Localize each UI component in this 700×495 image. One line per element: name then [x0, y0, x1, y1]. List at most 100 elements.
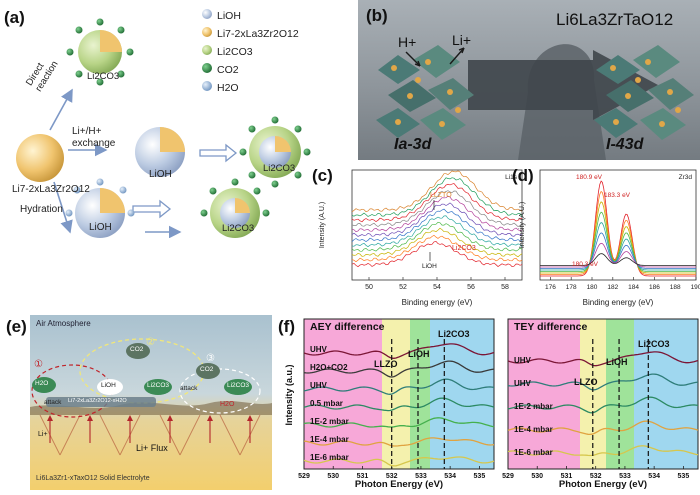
nexafs-spectrum	[303, 378, 495, 395]
aey-row-label: 1E-2 mbar	[310, 417, 349, 426]
f-xtick-label: 529	[298, 473, 310, 480]
particle-hydration-carbonate	[200, 178, 270, 238]
c-xlabel: Binding energy (eV)	[402, 298, 473, 307]
nexafs-spectrum	[303, 456, 495, 467]
e-h2o-small: H2O	[220, 401, 235, 408]
panel-e-label: (e)	[6, 317, 27, 336]
tey-row-label: UHV	[514, 379, 531, 388]
d-ann-2: 183.3 eV	[604, 192, 631, 199]
particle-exchange-carbonate	[239, 116, 311, 188]
e-mol-h2o: H2O	[35, 380, 49, 387]
particle-hydration	[65, 178, 135, 238]
li1s-spectrum	[351, 227, 523, 258]
panel-a-schematic	[16, 9, 311, 239]
li1s-series	[351, 170, 523, 268]
f-xtick-label: 535	[474, 473, 486, 480]
li1s-spectrum	[351, 170, 523, 213]
e-mol-li2co3-1: Li2CO3	[147, 382, 170, 389]
tey-row-label: 1E-2 mbar	[514, 402, 553, 411]
d-xlabel: Binding energy (eV)	[583, 298, 654, 307]
nexafs-spectrum	[507, 373, 699, 391]
panel-b-label: (b)	[366, 6, 388, 25]
tey-mark-lioh: LiOH	[606, 357, 628, 367]
li1s-spectrum	[351, 195, 523, 233]
e-circle-2: ②	[146, 337, 155, 348]
e-attack-2: attack	[180, 385, 198, 392]
li1s-spectrum	[351, 202, 523, 237]
c-ann-llzto: LLZTO	[430, 192, 452, 199]
particle-label-5: Li2CO3	[222, 223, 255, 234]
aey-series	[303, 339, 495, 469]
aey-row-label: UHV	[310, 381, 327, 390]
li1s-spectrum	[351, 234, 523, 263]
f-xtick-label: 535	[678, 473, 690, 480]
route-exchange: Li+/H+ exchange	[72, 126, 116, 149]
f-xlabel-tey: Photon Energy (eV)	[559, 479, 647, 490]
aey-row-label: UHV	[310, 345, 327, 354]
li1s-spectrum	[351, 183, 523, 223]
f-ylabel: Intensity (a.u.)	[284, 364, 294, 425]
aey-row-label: 0.5 mbar	[310, 399, 343, 408]
nexafs-spectrum	[507, 420, 699, 436]
nexafs-spectrum	[303, 343, 495, 359]
aey-row-labels: UHV H2O+CO2 UHV 0.5 mbar 1E-2 mbar 1E-4 …	[310, 341, 370, 467]
li1s-spectrum	[351, 190, 523, 228]
f-xtick-label: 529	[502, 473, 514, 480]
e-bottom-text: Li6La3Zr1-xTaxO12 Solid Electrolyte	[36, 475, 150, 482]
f-xtick-label: 533	[619, 473, 631, 480]
f-xtick-label: 532	[590, 473, 602, 480]
zr3d-spectrum	[540, 232, 696, 269]
e-circle-3: ③	[206, 353, 215, 364]
zr3d-spectrum	[540, 242, 696, 268]
d-xtick-label: 190	[691, 284, 700, 291]
aey-mark-li2co3: Li2CO3	[438, 329, 470, 339]
d-ylabel: Intensity (A.U.)	[519, 202, 526, 248]
panel-b: (b) Li6La3ZrTaO12 H+ Li+ Ia-3d I-43d	[358, 0, 700, 160]
e-attack-1: attack	[44, 399, 62, 406]
e-mol-lioh: LiOH	[101, 382, 116, 389]
nexafs-spectrum	[303, 397, 495, 412]
particle-exchange	[135, 127, 185, 177]
c-ann-li2co3: Li2CO3	[452, 245, 476, 252]
li1s-spectrum	[351, 215, 523, 248]
nexafs-spectrum	[507, 445, 699, 457]
particle-label-4: LiOH	[89, 222, 112, 233]
li1s-spectrum	[351, 241, 523, 268]
panel-c-label: (c)	[312, 166, 333, 185]
e-circle-1: ①	[34, 359, 43, 370]
d-xtick-label: 176	[545, 284, 556, 291]
legend-co2: CO2	[217, 64, 239, 76]
nexafs-spectrum	[507, 396, 699, 414]
zr3d-spectrum	[540, 211, 696, 272]
e-mol-co2-1: CO2	[130, 346, 144, 353]
phase-right: I-43d	[606, 136, 644, 153]
e-layer-text: Li7-2xLa3Zr2O12-xH2O	[68, 398, 127, 404]
legend-lioh: LiOH	[217, 10, 241, 22]
panel-b-formula: Li6La3ZrTaO12	[556, 10, 674, 29]
c-xtick-label: 52	[399, 284, 407, 291]
c-corner: Li1s	[505, 174, 518, 181]
particle-label-3: Li2CO3	[263, 163, 296, 174]
panel-f-label: (f)	[278, 317, 295, 336]
f-xtick-label: 533	[415, 473, 427, 480]
li1s-spectrum	[351, 208, 523, 243]
c-xtick-label: 50	[365, 284, 373, 291]
nexafs-spectrum	[303, 417, 495, 428]
zr3d-spectrum	[540, 201, 696, 274]
particle-label-2: LiOH	[149, 169, 172, 180]
nexafs-spectrum	[303, 437, 495, 447]
f-xtick-label: 534	[444, 473, 456, 480]
panel-a-legend	[202, 9, 212, 91]
f-xtick-label: 532	[386, 473, 398, 480]
aey-row-label: 1E-6 mbar	[310, 453, 349, 462]
f-xtick-label: 531	[357, 473, 369, 480]
f-xtick-label: 534	[648, 473, 660, 480]
plot-frame-d	[539, 169, 697, 281]
aey-row-label: 1E-4 mbar	[310, 435, 349, 444]
li1s-spectrum	[351, 221, 523, 252]
zr3d-series	[540, 180, 696, 277]
